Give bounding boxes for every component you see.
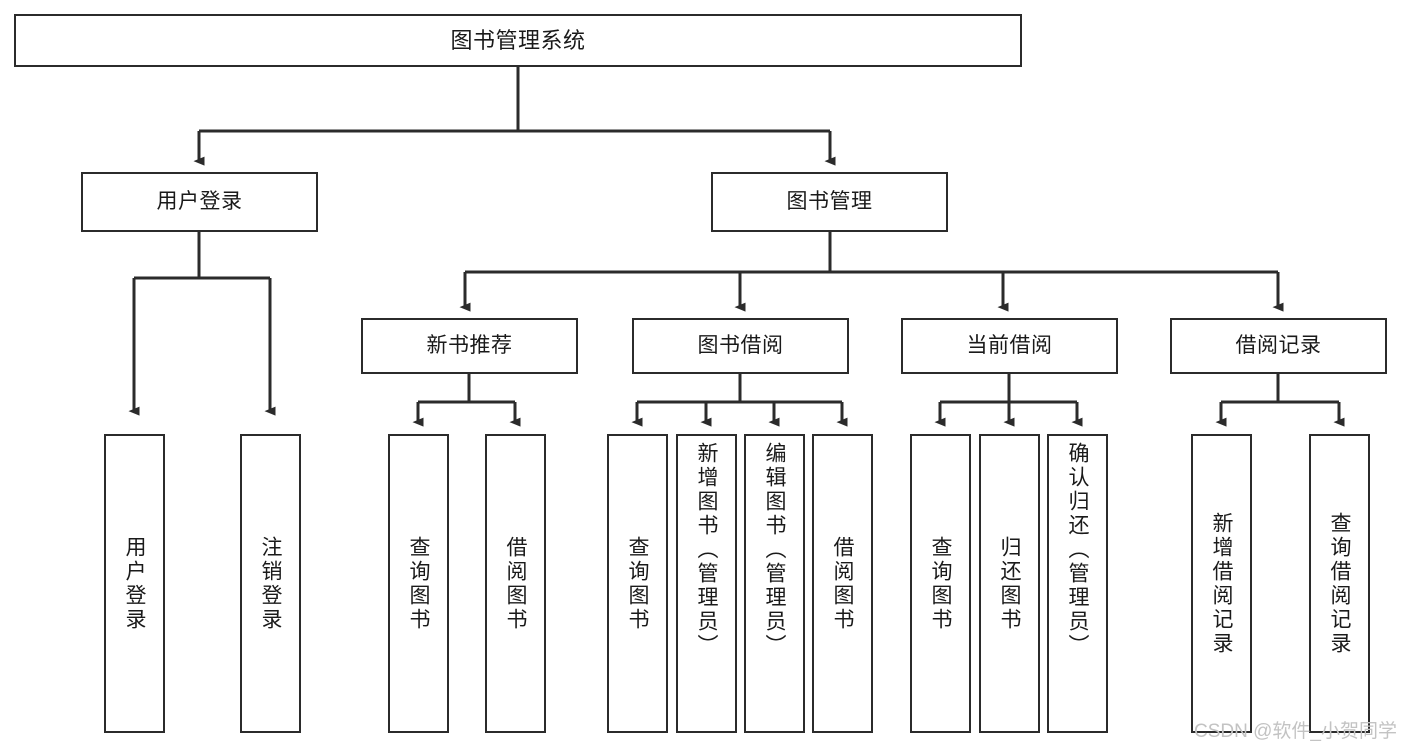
node-leaf-confirm-return-admin[interactable]: 确认归还（管理员） xyxy=(1047,434,1108,733)
node-label: 用户登录 xyxy=(123,535,146,632)
node-label: 图书借阅 xyxy=(697,333,784,357)
node-label: 用户登录 xyxy=(156,189,243,213)
node-label: 查询图书 xyxy=(626,535,649,632)
node-leaf-query-book-current[interactable]: 查询图书 xyxy=(910,434,971,733)
node-leaf-borrow-book-recommend[interactable]: 借阅图书 xyxy=(485,434,546,733)
node-book-borrow[interactable]: 图书借阅 xyxy=(632,318,849,374)
node-leaf-query-book-borrow[interactable]: 查询图书 xyxy=(607,434,668,733)
node-label: 新书推荐 xyxy=(426,333,513,357)
node-new-book-recommend[interactable]: 新书推荐 xyxy=(361,318,578,374)
node-leaf-edit-book-admin[interactable]: 编辑图书（管理员） xyxy=(744,434,805,733)
csdn-watermark: CSDN @软件_小贺同学 xyxy=(1194,721,1397,742)
node-label: 归还图书 xyxy=(998,535,1021,632)
node-borrow-record[interactable]: 借阅记录 xyxy=(1170,318,1387,374)
node-label: 查询图书 xyxy=(929,535,952,632)
node-leaf-query-borrow-record[interactable]: 查询借阅记录 xyxy=(1309,434,1370,733)
node-leaf-add-borrow-record[interactable]: 新增借阅记录 xyxy=(1191,434,1252,733)
node-leaf-query-book-recommend[interactable]: 查询图书 xyxy=(388,434,449,733)
node-leaf-borrow-book[interactable]: 借阅图书 xyxy=(812,434,873,733)
node-label: 注销登录 xyxy=(259,535,282,632)
node-label: 当前借阅 xyxy=(966,333,1053,357)
node-label: 编辑图书（管理员） xyxy=(763,442,786,658)
node-label: 借阅图书 xyxy=(831,535,854,632)
node-book-management[interactable]: 图书管理 xyxy=(711,172,948,232)
node-label: 新增图书（管理员） xyxy=(695,442,718,658)
node-root-book-management-system[interactable]: 图书管理系统 xyxy=(14,14,1022,67)
node-leaf-logout-login[interactable]: 注销登录 xyxy=(240,434,301,733)
node-label: 借阅记录 xyxy=(1235,333,1322,357)
node-leaf-return-book[interactable]: 归还图书 xyxy=(979,434,1040,733)
node-user-login[interactable]: 用户登录 xyxy=(81,172,318,232)
node-leaf-user-login[interactable]: 用户登录 xyxy=(104,434,165,733)
node-label: 图书管理系统 xyxy=(450,27,586,53)
node-label: 图书管理 xyxy=(786,189,873,213)
node-current-borrow[interactable]: 当前借阅 xyxy=(901,318,1118,374)
node-leaf-add-book-admin[interactable]: 新增图书（管理员） xyxy=(676,434,737,733)
node-label: 新增借阅记录 xyxy=(1210,511,1233,656)
node-label: 确认归还（管理员） xyxy=(1066,442,1089,658)
node-label: 查询借阅记录 xyxy=(1328,511,1351,656)
node-label: 查询图书 xyxy=(407,535,430,632)
node-label: 借阅图书 xyxy=(504,535,527,632)
